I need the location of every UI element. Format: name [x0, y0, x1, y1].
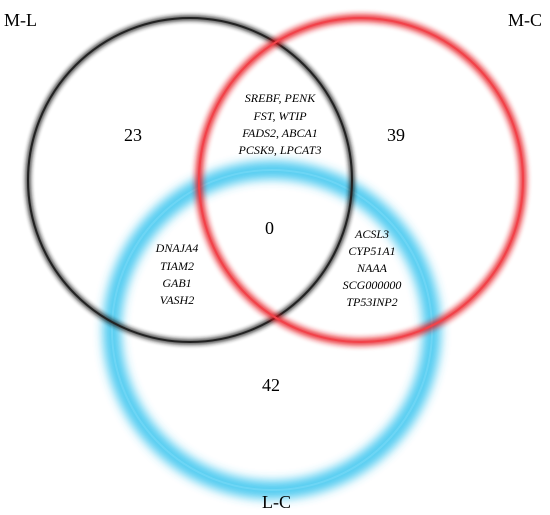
genes-mc-lc: ACSL3 CYP51A1 NAAA SCG000000 TP53INP2 [343, 227, 402, 309]
gene-line: DNAJA4 [155, 241, 199, 255]
gene-line: CYP51A1 [348, 244, 395, 258]
count-ml-only: 23 [124, 125, 142, 145]
set-circle-lc [103, 161, 441, 499]
gene-line: GAB1 [162, 276, 191, 290]
gene-line: TIAM2 [160, 259, 194, 273]
gene-line: VASH2 [160, 293, 194, 307]
gene-line: TP53INP2 [346, 295, 397, 309]
gene-line: ACSL3 [354, 227, 389, 241]
genes-ml-mc: SREBF, PENK FST, WTIP FADS2, ABCA1 PCSK9… [238, 91, 322, 157]
count-mc-only: 39 [387, 125, 405, 145]
count-all-three: 0 [265, 218, 274, 238]
gene-line: FST, WTIP [252, 109, 307, 123]
set-label-mc: M-C [508, 10, 542, 30]
gene-line: SCG000000 [343, 278, 402, 292]
gene-line: PCSK9, LPCAT3 [238, 143, 322, 157]
set-label-ml: M-L [4, 10, 37, 30]
set-label-lc: L-C [262, 492, 291, 512]
gene-line: SREBF, PENK [245, 91, 316, 105]
count-lc-only: 42 [262, 375, 280, 395]
gene-line: FADS2, ABCA1 [241, 126, 318, 140]
set-circle-ml [25, 15, 355, 345]
gene-line: NAAA [356, 261, 388, 275]
genes-ml-lc: DNAJA4 TIAM2 GAB1 VASH2 [155, 241, 199, 307]
set-circle-mc [195, 14, 527, 346]
